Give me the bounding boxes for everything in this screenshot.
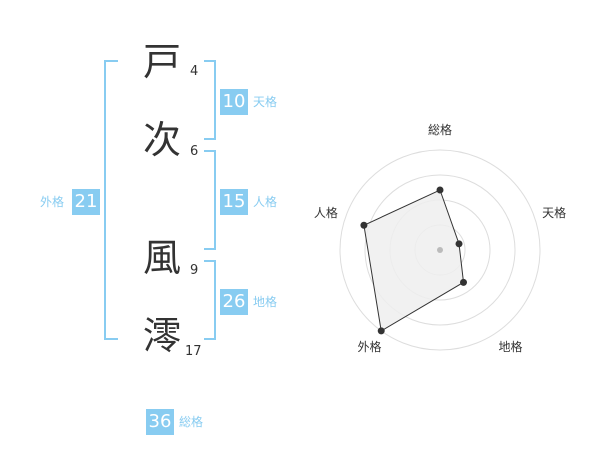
radar-series-area [363, 189, 465, 332]
chikaku-badge: 26 [220, 289, 248, 315]
tenkaku-bracket [204, 60, 216, 140]
chikaku-bracket [204, 260, 216, 340]
radar-grid-ring [339, 149, 541, 351]
radar-center-dot [437, 247, 443, 253]
radar-grid-ring [364, 174, 516, 326]
soukaku-badge: 36 [146, 409, 174, 435]
gaikaku-label: 外格 [40, 195, 65, 209]
radar-axis-label-3: 地格 [499, 339, 523, 354]
tenkaku-badge: 10 [220, 89, 248, 115]
radar-point-5 [360, 221, 368, 229]
radar-point-4 [377, 327, 385, 335]
radar-axis-label-4: 外格 [357, 339, 381, 354]
radar-axis-label-1: 総格 [428, 122, 452, 137]
stroke-count-2: 6 [190, 144, 199, 159]
gaikaku-bracket [104, 60, 118, 340]
jinkaku-badge: 15 [220, 189, 248, 215]
stroke-count-3: 9 [190, 263, 199, 278]
radar-point-3 [460, 278, 468, 286]
radar-axis-label-2: 天格 [542, 205, 566, 220]
jinkaku-bracket [204, 150, 216, 250]
radar-point-2 [455, 240, 463, 248]
jinkaku-label: 人格 [253, 195, 278, 209]
tenkaku-label: 天格 [253, 95, 278, 109]
radar-axis-label-5: 人格 [314, 205, 338, 220]
gaikaku-badge: 21 [72, 189, 100, 215]
name-char-3: 風 [142, 236, 181, 280]
chikaku-label: 地格 [253, 295, 278, 309]
soukaku-label: 総格 [179, 415, 204, 429]
name-char-4: 澪 [142, 314, 181, 358]
name-char-1: 戸 [142, 40, 181, 84]
stroke-count-4: 17 [185, 344, 202, 359]
radar-point-1 [436, 186, 444, 194]
name-char-2: 次 [142, 118, 181, 162]
stroke-count-1: 4 [190, 64, 199, 79]
